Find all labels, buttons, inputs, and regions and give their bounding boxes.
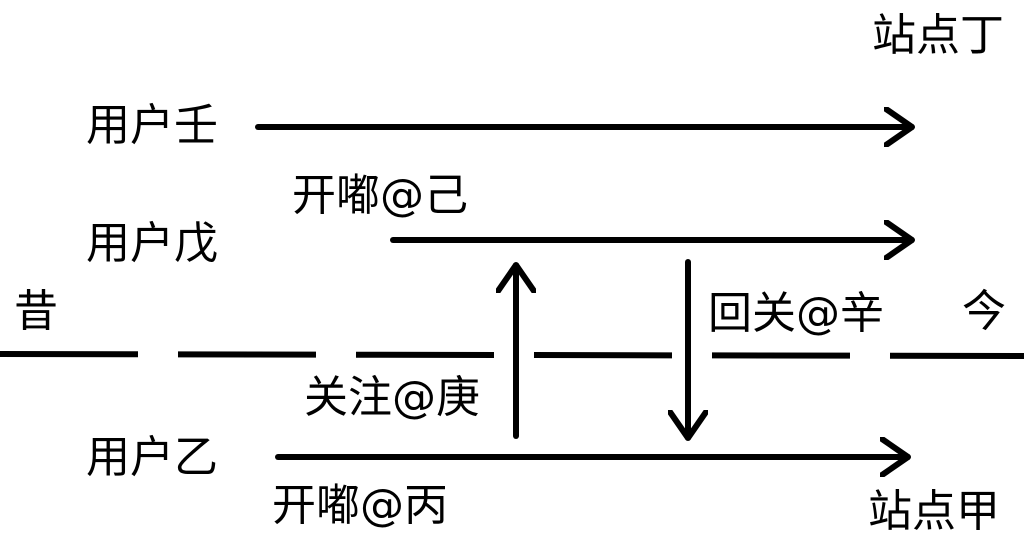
user-yi-label: 用户乙 — [86, 432, 218, 483]
action-open-ji-label: 开嘟@己 — [292, 170, 468, 221]
site-top-label: 站点丁 — [872, 10, 1004, 61]
action-open-bing-label: 开嘟@丙 — [272, 480, 448, 531]
now-label: 今 — [962, 286, 1006, 337]
past-label: 昔 — [14, 286, 58, 337]
action-follow-geng-label: 关注@庚 — [304, 372, 480, 423]
user-wu-label: 用户戊 — [86, 218, 218, 269]
site-bottom-label: 站点甲 — [868, 486, 1000, 537]
timeline-dashed-line — [0, 351, 1024, 359]
action-followback-xin-label: 回关@辛 — [708, 288, 884, 339]
user-ren-label: 用户壬 — [86, 100, 218, 151]
